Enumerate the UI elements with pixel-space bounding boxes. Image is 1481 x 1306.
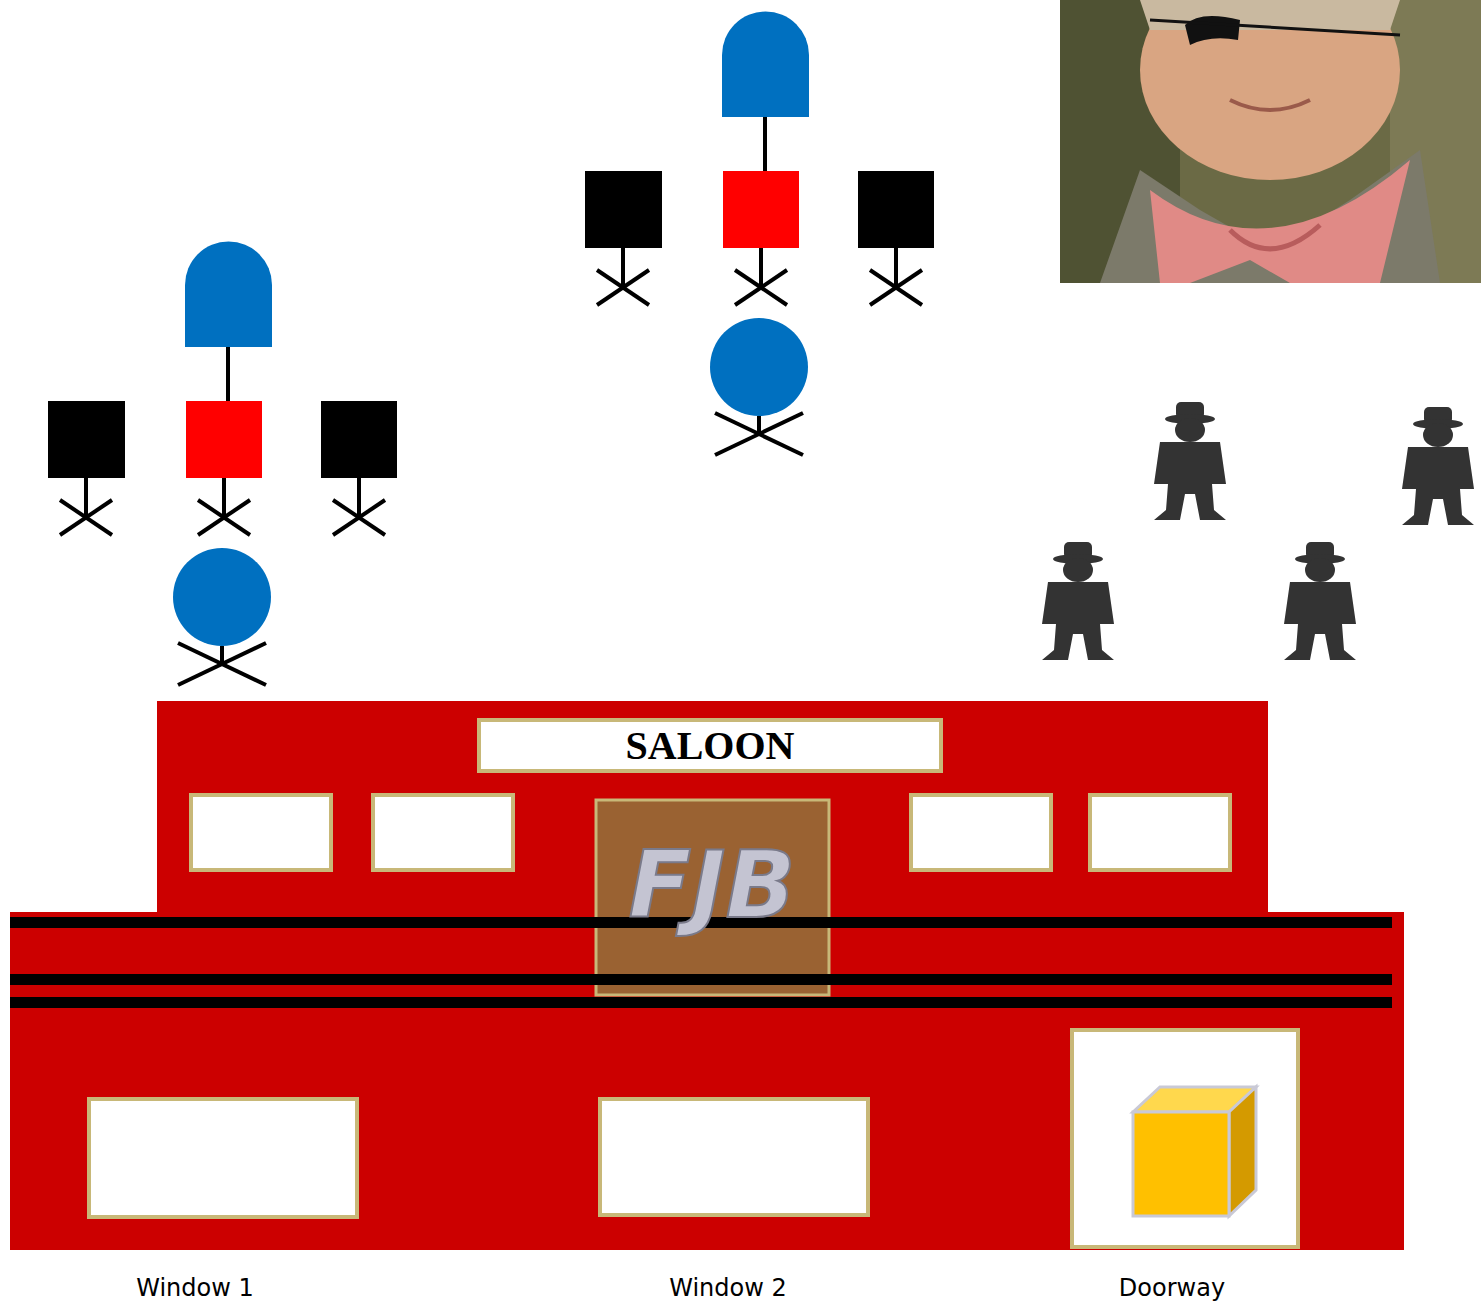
gold-cube (1133, 1087, 1256, 1216)
portrait-photo (1060, 0, 1481, 283)
bandit-silhouette (1042, 402, 1474, 660)
window-label: Window 1 (136, 1274, 254, 1302)
sign-box: SALOON (477, 718, 943, 773)
window-label: Window 2 (669, 1274, 787, 1302)
logo-watermark: FJB (628, 832, 795, 939)
stick-figure (48, 241, 397, 685)
stick-figure (585, 11, 934, 455)
sign-text: SALOON (626, 722, 795, 769)
saloon-building (10, 701, 1404, 1250)
doorway-label: Doorway (1119, 1274, 1225, 1302)
